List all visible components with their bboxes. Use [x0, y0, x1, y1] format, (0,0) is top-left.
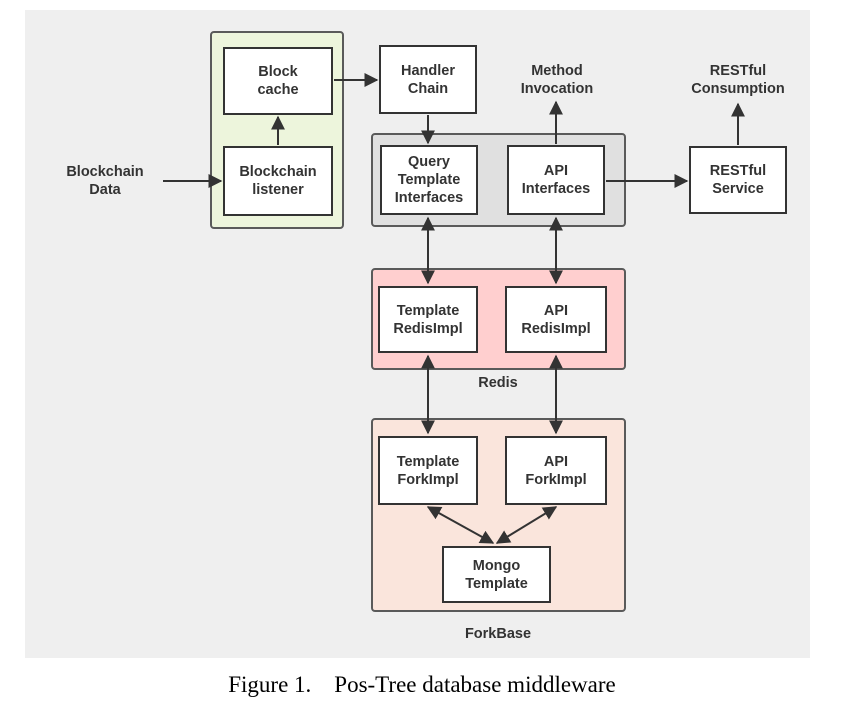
blockchain-listener-node: Blockchain listener [223, 146, 333, 216]
blockchain-data-label: Blockchain Data [66, 164, 144, 198]
template-redisimpl-node: Template RedisImpl [378, 286, 478, 353]
api-redisimpl-node: API RedisImpl [505, 286, 607, 353]
edge-api-fork-mongo [495, 506, 558, 544]
template-forkimpl-node: Template ForkImpl [378, 436, 478, 505]
query-template-interfaces-node: Query Template Interfaces [380, 145, 478, 215]
edge-template-fork-mongo [426, 506, 495, 544]
api-interfaces-node: API Interfaces [507, 145, 605, 215]
forkbase-group-label: ForkBase [464, 626, 532, 642]
handler-chain-node: Handler Chain [379, 45, 477, 114]
redis-group-label: Redis [478, 375, 518, 391]
mongo-template-node: Mongo Template [442, 546, 551, 603]
restful-consumption-label: RESTful Consumption [691, 63, 785, 97]
restful-service-node: RESTful Service [689, 146, 787, 214]
figure-caption: Figure 1. Pos-Tree database middleware [228, 672, 616, 697]
method-invocation-label: Method Invocation [520, 63, 594, 97]
block-cache-node: Block cache [223, 47, 333, 115]
api-forkimpl-node: API ForkImpl [505, 436, 607, 505]
